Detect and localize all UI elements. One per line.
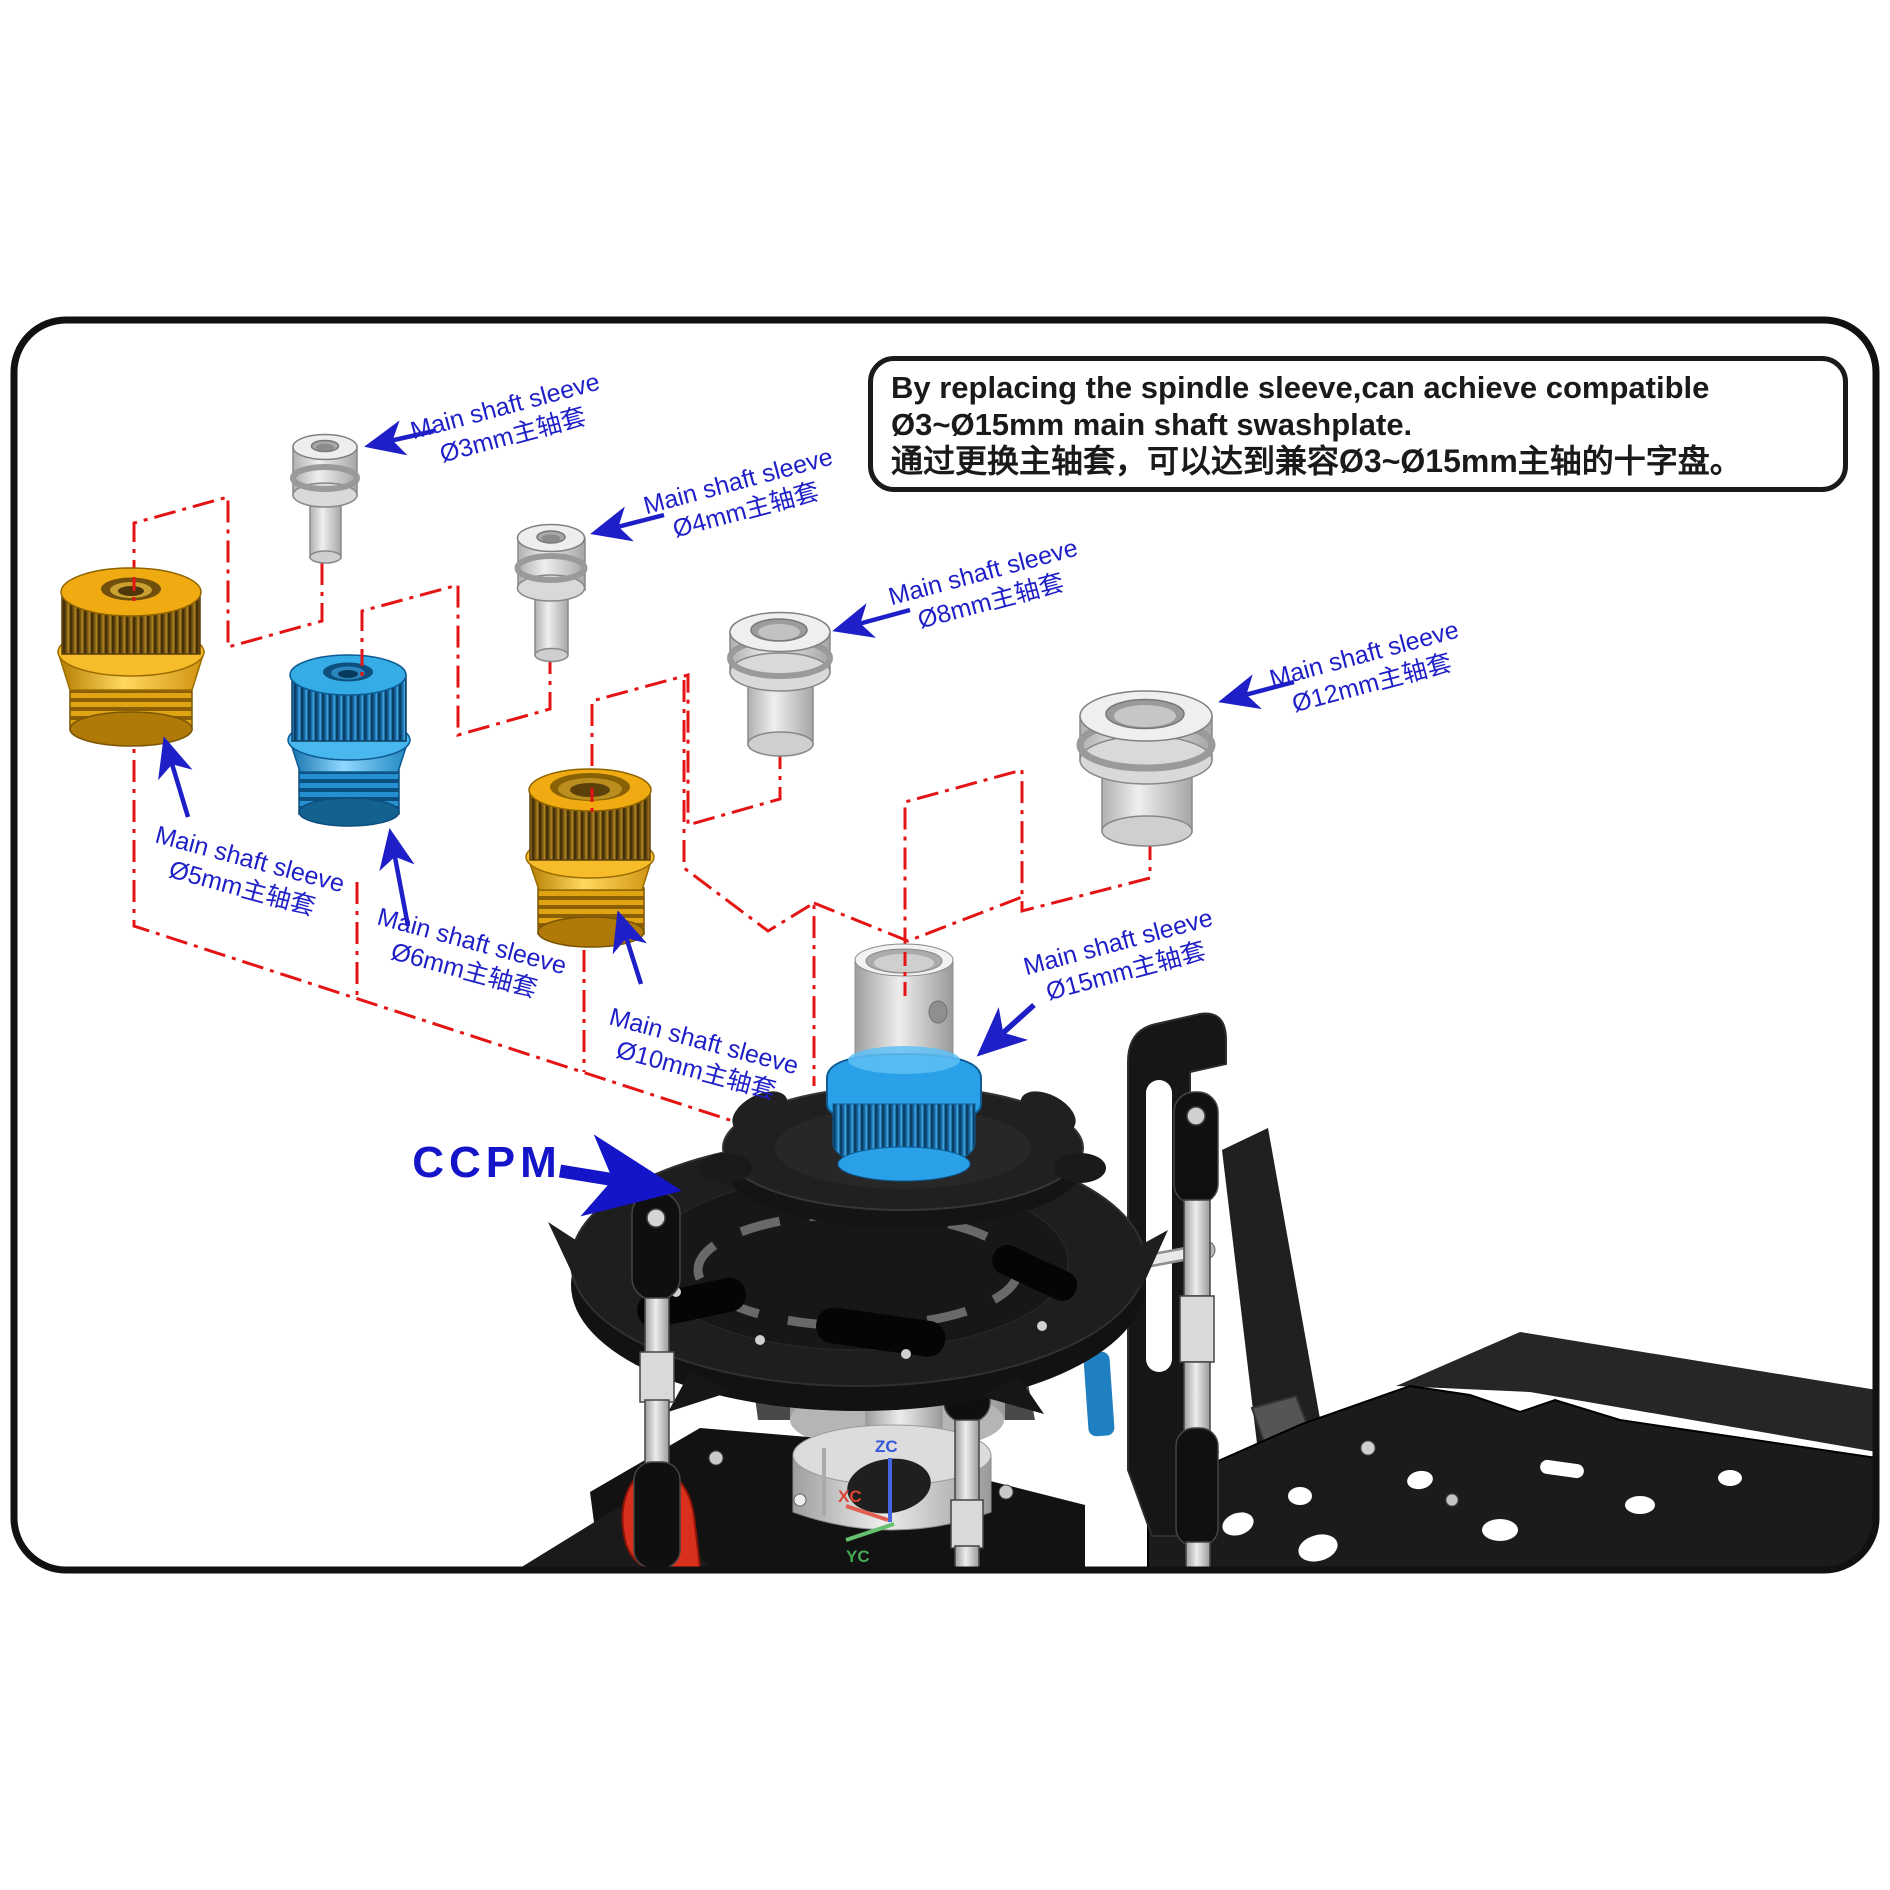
sleeve-3mm — [290, 433, 360, 564]
servo-blue-part — [1083, 1351, 1115, 1437]
note-box: By replacing the spindle sleeve,can achi… — [868, 356, 1848, 492]
align-line-e — [682, 680, 1023, 1086]
frame-plate-rear — [1396, 1332, 1876, 1452]
base-screw — [708, 1450, 724, 1466]
axis-y-label: YC — [846, 1547, 870, 1566]
cad-axis-triad: ZC XC YC — [838, 1437, 898, 1566]
note-line-1: By replacing the spindle sleeve,can achi… — [891, 369, 1710, 405]
swashplate-assembly: ZC XC YC — [520, 943, 1168, 1570]
label-ccpm: CCPM — [412, 1138, 562, 1187]
arrow-sleeve-8mm — [832, 603, 911, 638]
sleeve-15mm — [826, 943, 982, 1182]
align-line-b — [355, 583, 552, 997]
sleeve-6mm — [287, 654, 411, 827]
arrow-sleeve-10mm — [612, 910, 647, 985]
align-line-d — [903, 768, 1152, 946]
align-line-a — [132, 495, 743, 1126]
drawing-border — [10, 316, 1880, 1574]
linkage-rod-right — [1173, 1091, 1219, 1570]
frame-lightening-holes — [1222, 1459, 1742, 1562]
linkage-rod-left — [631, 1191, 681, 1569]
base-screw — [998, 1484, 1014, 1500]
arrow-sleeve-15mm — [976, 1002, 1036, 1057]
sleeve-10mm — [525, 768, 655, 948]
arrow-sleeve-12mm — [1218, 674, 1295, 710]
alignment-lines — [132, 495, 1152, 1126]
sleeve-5mm — [56, 567, 206, 747]
note-line-2: Ø3~Ø15mm main shaft swashplate. — [891, 406, 1413, 442]
arrow-ccpm — [558, 1134, 682, 1217]
sleeve-8mm — [727, 611, 833, 757]
arrow-sleeve-4mm — [590, 506, 665, 542]
sleeve-4mm — [514, 523, 588, 663]
callout-arrows — [158, 420, 1295, 1217]
frame-screw — [1445, 1493, 1459, 1507]
arrow-sleeve-5mm — [158, 736, 193, 818]
frame-screw — [1360, 1440, 1376, 1456]
axis-x-label: XC — [838, 1487, 862, 1506]
helicopter-frame-plates — [1147, 1128, 1876, 1570]
axis-z-label: ZC — [875, 1437, 898, 1456]
arrow-sleeve-3mm — [364, 420, 435, 456]
centerline-bore-dashes — [132, 577, 594, 812]
sleeve-12mm — [1076, 690, 1216, 847]
note-line-3: 通过更换主轴套，可以达到兼容Ø3~Ø15mm主轴的十字盘。 — [891, 442, 1742, 479]
bracket-slot — [1146, 1080, 1172, 1372]
align-line-c — [582, 673, 782, 1072]
frame-upright — [1222, 1128, 1322, 1452]
arrow-sleeve-6mm — [379, 828, 415, 927]
